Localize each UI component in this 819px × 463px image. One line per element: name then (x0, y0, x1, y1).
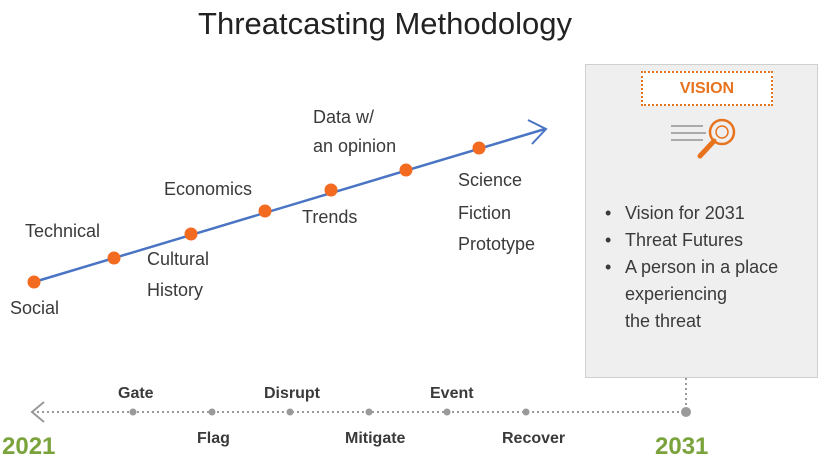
step-label-science: Science (458, 170, 523, 190)
timeline-label-gate: Gate (118, 385, 154, 402)
step-dot-data-opinion (399, 163, 413, 177)
timeline-label-flag: Flag (197, 430, 230, 447)
timeline-dot-mitigate (365, 408, 373, 416)
timeline-label-recover: Recover (502, 430, 566, 447)
timeline-dot-recover (522, 408, 530, 416)
step-dot-cultural-history (184, 227, 198, 241)
timeline-label-event: Event (430, 385, 474, 402)
progression-arrow-head (527, 119, 548, 145)
search-document-icon (671, 118, 736, 159)
timeline-dot-gate (129, 408, 137, 416)
end-year: 2031 (655, 433, 709, 460)
timeline-label-disrupt: Disrupt (264, 385, 320, 402)
step-label-data: Data w/ (313, 107, 375, 127)
step-label-trends: Trends (302, 207, 358, 227)
vision-bullet: Vision for 2031 (605, 200, 778, 227)
step-label-opinion: an opinion (313, 136, 397, 156)
page-title: Threatcasting Methodology (198, 6, 572, 41)
step-dot-trends (324, 183, 338, 197)
step-label-prototype: Prototype (458, 234, 536, 254)
step-dot-technical (107, 251, 121, 265)
step-dot-economics (258, 204, 272, 218)
step-label-economics: Economics (164, 179, 253, 199)
timeline-dot-flag (208, 408, 216, 416)
vision-bullet-list: Vision for 2031 Threat Futures A person … (605, 200, 778, 335)
step-label-technical: Technical (25, 221, 101, 241)
vision-bullet: A person in a place (605, 254, 778, 281)
step-label-fiction: Fiction (458, 203, 512, 223)
timeline-dot-disrupt (286, 408, 294, 416)
timeline-dot-end (681, 407, 691, 417)
vision-bullet-continuation: experiencing (625, 284, 728, 304)
step-label-social: Social (10, 298, 60, 318)
vision-bullet: Threat Futures (605, 227, 778, 254)
start-year: 2021 (2, 433, 56, 460)
step-dot-social (27, 275, 41, 289)
step-label-cultural: Cultural (147, 249, 210, 269)
timeline-label-mitigate: Mitigate (345, 430, 406, 447)
step-label-history: History (147, 280, 204, 300)
step-dot-science-fiction (472, 141, 486, 155)
timeline-arrow-left-icon (30, 401, 45, 423)
vision-label: VISION (641, 71, 773, 106)
vision-bullet-continuation: the threat (625, 311, 702, 331)
timeline-dot-event (443, 408, 451, 416)
